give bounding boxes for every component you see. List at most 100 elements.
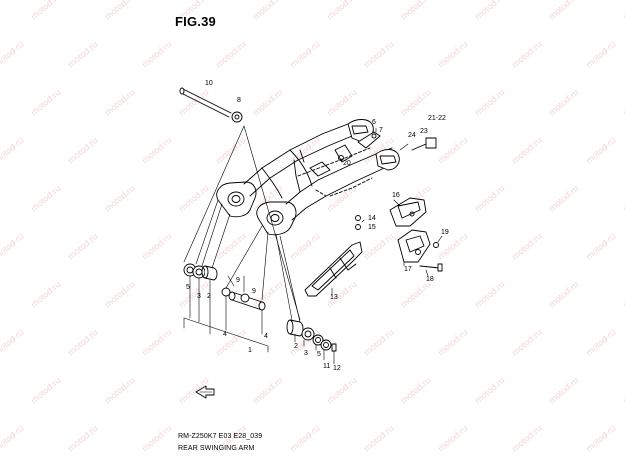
watermark-85: motod.ru	[325, 375, 359, 405]
callout-2: 2	[207, 293, 211, 300]
watermark-95: motod.ru	[362, 423, 396, 453]
watermark-96: motod.ru	[436, 423, 470, 453]
watermark-73: motod.ru	[214, 327, 248, 357]
bolt-18	[419, 265, 441, 269]
watermark-25: motod.ru	[325, 87, 359, 117]
watermark-51: motod.ru	[66, 231, 100, 261]
watermark-41: motod.ru	[29, 183, 63, 213]
watermark-30: motod.ru	[0, 135, 26, 165]
callout-5: 5	[186, 284, 190, 291]
watermark-16: motod.ru	[436, 39, 470, 69]
watermark-24: motod.ru	[251, 87, 285, 117]
watermark-88: motod.ru	[547, 375, 581, 405]
callout-4: 4	[223, 331, 227, 338]
watermark-26: motod.ru	[399, 87, 433, 117]
watermark-32: motod.ru	[140, 135, 174, 165]
watermark-92: motod.ru	[140, 423, 174, 453]
callout-2: 2	[294, 343, 298, 350]
watermark-66: motod.ru	[399, 279, 433, 309]
watermark-84: motod.ru	[251, 375, 285, 405]
figure-title: FIG.39	[175, 14, 216, 29]
callout-7: 7	[379, 127, 383, 134]
callout-12: 12	[333, 365, 341, 372]
callout-6: 6	[372, 119, 376, 126]
watermark-42: motod.ru	[103, 183, 137, 213]
callout-21-22: 21-22	[428, 115, 446, 122]
watermark-31: motod.ru	[66, 135, 100, 165]
watermark-6: motod.ru	[399, 0, 433, 22]
watermark-71: motod.ru	[66, 327, 100, 357]
watermark-2: motod.ru	[103, 0, 137, 22]
watermark-90: motod.ru	[0, 423, 26, 453]
callout-14: 14	[368, 215, 376, 222]
pivot-shaft	[179, 87, 232, 118]
adjuster-block	[357, 131, 381, 149]
callout-15: 15	[368, 224, 376, 231]
watermark-28: motod.ru	[547, 87, 581, 117]
watermark-10: motod.ru	[0, 39, 26, 69]
watermark-87: motod.ru	[473, 375, 507, 405]
watermark-55: motod.ru	[362, 231, 396, 261]
callout-1: 1	[248, 347, 252, 354]
watermark-62: motod.ru	[103, 279, 137, 309]
callout-13: 13	[330, 294, 338, 301]
watermark-72: motod.ru	[140, 327, 174, 357]
watermark-53: motod.ru	[214, 231, 248, 261]
callout-18: 18	[426, 276, 434, 283]
watermark-14: motod.ru	[288, 39, 322, 69]
chain-guide-lower	[397, 229, 431, 263]
watermark-12: motod.ru	[140, 39, 174, 69]
watermark-81: motod.ru	[29, 375, 63, 405]
watermark-57: motod.ru	[510, 231, 544, 261]
watermark-33: motod.ru	[214, 135, 248, 165]
watermark-97: motod.ru	[510, 423, 544, 453]
bolt-18-head	[437, 263, 443, 272]
callout-4: 4	[264, 333, 268, 340]
left-bearing-stack	[183, 263, 218, 281]
watermark-17: motod.ru	[510, 39, 544, 69]
chain-slider	[304, 241, 363, 297]
watermark-91: motod.ru	[66, 423, 100, 453]
callout-19: 19	[441, 229, 449, 236]
watermark-29: motod.ru	[621, 87, 625, 117]
watermark-8: motod.ru	[547, 0, 581, 22]
watermark-76: motod.ru	[436, 327, 470, 357]
callout-10: 10	[205, 80, 213, 87]
watermark-43: motod.ru	[177, 183, 211, 213]
watermark-21: motod.ru	[29, 87, 63, 117]
bolt-19	[433, 242, 439, 248]
watermark-11: motod.ru	[66, 39, 100, 69]
watermark-4: motod.ru	[251, 0, 285, 22]
watermark-7: motod.ru	[473, 0, 507, 22]
watermark-5: motod.ru	[325, 0, 359, 22]
right-bearing-stack	[286, 319, 337, 352]
callout-20: 20	[343, 160, 351, 167]
callout-11: 11	[323, 363, 330, 370]
watermark-58: motod.ru	[584, 231, 618, 261]
front-direction-arrow	[195, 385, 215, 399]
chain-adjuster	[411, 137, 437, 151]
watermark-34: motod.ru	[288, 135, 322, 165]
watermark-78: motod.ru	[584, 327, 618, 357]
callout-8: 8	[237, 97, 241, 104]
callout-3: 3	[304, 350, 308, 357]
callout-9: 9	[252, 288, 256, 295]
caption-model-code: RM-Z250K7 E03 E28_039	[178, 433, 263, 440]
watermark-86: motod.ru	[399, 375, 433, 405]
watermark-70: motod.ru	[0, 327, 26, 357]
callout-9: 9	[236, 277, 240, 284]
watermark-75: motod.ru	[362, 327, 396, 357]
watermark-67: motod.ru	[473, 279, 507, 309]
callout-3: 3	[197, 293, 201, 300]
leader-lines	[183, 125, 443, 365]
watermark-37: motod.ru	[510, 135, 544, 165]
watermark-68: motod.ru	[547, 279, 581, 309]
watermark-47: motod.ru	[473, 183, 507, 213]
caption-part-name: REAR SWINGING ARM	[178, 445, 255, 452]
bolt-14	[355, 215, 361, 221]
watermark-69: motod.ru	[621, 279, 625, 309]
